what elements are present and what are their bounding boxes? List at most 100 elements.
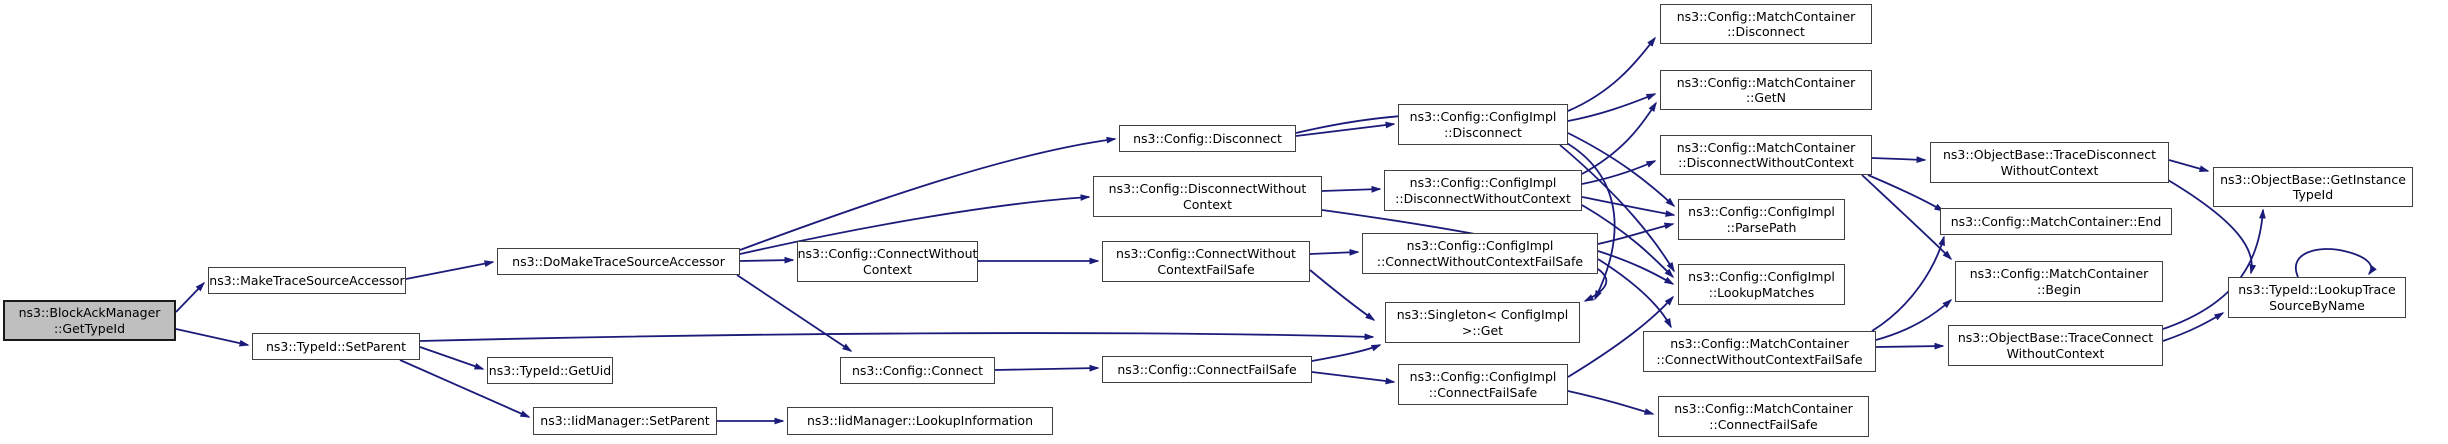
edge-domaketracesourceaccessor--config-connectwithoutcontext [739, 256, 795, 264]
node-label-line: >::Get [1461, 322, 1504, 338]
node-label-line: ns3::Config::Connect [851, 362, 984, 378]
node-label-line: ns3::Config::MatchContainer [1969, 266, 2149, 281]
edge-matchcontainer-disconnectwithoutcontext--matchcontainer-begin [1861, 174, 1953, 261]
node-configimpl-connectwithoutcontextfailsafe[interactable]: ns3::Config::ConfigImpl::ConnectWithoutC… [1362, 233, 1598, 274]
node-matchcontainer-connectfailsafe[interactable]: ns3::Config::MatchContainer::ConnectFail… [1658, 396, 1869, 437]
node-label-line: ::ConnectFailSafe [1709, 416, 1818, 432]
node-iidmanager-setparent[interactable]: ns3::IidManager::SetParent [533, 407, 717, 435]
edge-objectbase-tracedisconnectwithoutcontext--typeid-lookuptracesourcebyname [2167, 179, 2257, 275]
edge-config-connectwithoutcontextfailsafe--singleton-configimpl-get [1309, 269, 1376, 321]
node-maketracesourceaccessor[interactable]: ns3::MakeTraceSourceAccessor [208, 267, 406, 294]
node-label-line: ns3::DoMakeTraceSourceAccessor [512, 253, 725, 269]
node-label-line: ns3::Config::ConfigImpl [1409, 175, 1557, 190]
edge-configimpl-disconnectwithoutcontext--matchcontainer-disconnectwithoutcontext [1581, 160, 1657, 185]
node-label-line: ns3::TypeId::GetUid [488, 362, 612, 378]
edge-configimpl-connectwithoutcontextfailsafe--configimpl-lookupmatches [1597, 250, 1675, 285]
edge-matchcontainer-connectwithoutcontextfailsafe--objectbase-traceconnectwithoutcontext [1875, 342, 1945, 350]
node-label-line: ContextFailSafe [1157, 261, 1255, 277]
node-label-line: ns3::MakeTraceSourceAccessor [209, 272, 405, 288]
node-config-connectfailsafe[interactable]: ns3::Config::ConnectFailSafe [1102, 356, 1312, 383]
edge-domaketracesourceaccessor--config-disconnect [739, 136, 1117, 251]
node-label-line: Context [1183, 196, 1232, 212]
edge-domaketracesourceaccessor--config-connect [736, 274, 853, 352]
node-label-line: ::GetN [1745, 90, 1787, 105]
node-singleton-configimpl-get[interactable]: ns3::Singleton< ConfigImpl>::Get [1385, 302, 1580, 343]
edge-typeid-setparent--iidmanager-setparent [399, 359, 531, 418]
node-label-line: ns3::TypeId::LookupTrace [2238, 282, 2396, 297]
node-typeid-getuid[interactable]: ns3::TypeId::GetUid [487, 357, 613, 384]
edge-blockackmanager-gettypeid--typeid-setparent [175, 328, 250, 347]
node-matchcontainer-disconnectwithoutcontext[interactable]: ns3::Config::MatchContainer::DisconnectW… [1660, 135, 1872, 175]
node-domaketracesourceaccessor[interactable]: ns3::DoMakeTraceSourceAccessor [497, 248, 740, 275]
node-configimpl-disconnectwithoutcontext[interactable]: ns3::Config::ConfigImpl::DisconnectWitho… [1384, 170, 1582, 211]
edge-matchcontainer-connectwithoutcontextfailsafe--matchcontainer-begin [1875, 299, 1953, 341]
node-matchcontainer-disconnect[interactable]: ns3::Config::MatchContainer::Disconnect [1660, 4, 1872, 44]
node-label-line: ns3::Config::ConfigImpl [1688, 204, 1835, 219]
node-label-line: ns3::ObjectBase::TraceConnect [1957, 330, 2154, 345]
node-label-line: ns3::Config::Disconnect [1133, 130, 1282, 146]
edge-config-connectfailsafe--configimpl-connectfailsafe [1311, 371, 1396, 385]
node-matchcontainer-connectwithoutcontextfailsafe[interactable]: ns3::Config::MatchContainer::ConnectWith… [1643, 331, 1876, 372]
node-configimpl-parsepath[interactable]: ns3::Config::ConfigImpl::ParsePath [1678, 199, 1845, 240]
node-label-line: ns3::IidManager::SetParent [540, 413, 710, 429]
edge-matchcontainer-connectwithoutcontextfailsafe--matchcontainer-end [1871, 235, 1945, 332]
node-label-line: WithoutContext [2006, 345, 2105, 361]
node-label-line: ns3::Config::ConnectWithout [1116, 246, 1296, 261]
edge-configimpl-disconnectwithoutcontext--configimpl-parsepath [1581, 196, 1676, 217]
node-matchcontainer-getn[interactable]: ns3::Config::MatchContainer::GetN [1660, 70, 1872, 110]
node-configimpl-lookupmatches[interactable]: ns3::Config::ConfigImpl::LookupMatches [1678, 264, 1845, 305]
node-label-line: ns3::IidManager::LookupInformation [806, 413, 1033, 429]
node-label-line: ns3::Config::ConfigImpl [1688, 269, 1835, 284]
edge-configimpl-connectwithoutcontextfailsafe--configimpl-parsepath [1597, 222, 1675, 245]
edge-matchcontainer-disconnectwithoutcontext--objectbase-tracedisconnectwithoutcontext [1871, 156, 1927, 164]
node-label-line: ::DisconnectWithoutContext [1395, 190, 1571, 206]
node-config-connect[interactable]: ns3::Config::Connect [840, 357, 995, 384]
edge-typeid-setparent--typeid-getuid [419, 346, 485, 370]
edge-configimpl-disconnect--configimpl-lookupmatches [1559, 144, 1675, 273]
node-label-line: ::ParsePath [1726, 219, 1797, 235]
node-label-line: ::ConnectFailSafe [1428, 384, 1538, 400]
edge-typeid-setparent--singleton-configimpl-get [419, 332, 1375, 342]
node-label-line: ::Begin [2036, 281, 2082, 297]
edge-config-disconnect--configimpl-disconnect [1295, 121, 1396, 137]
node-label-line: ::ConnectWithoutContextFailSafe [1376, 253, 1584, 269]
edge-configimpl-disconnect--matchcontainer-getn [1567, 93, 1657, 122]
edge-domaketracesourceaccessor--config-disconnectwithoutcontext [739, 194, 1091, 255]
edge-blockackmanager-gettypeid--maketracesourceaccessor [175, 281, 206, 313]
node-label-line: ::GetTypeId [53, 320, 126, 336]
node-label-line: ns3::Config::MatchContainer [1676, 139, 1856, 155]
node-iidmanager-lookupinformation[interactable]: ns3::IidManager::LookupInformation [787, 407, 1053, 435]
node-typeid-setparent[interactable]: ns3::TypeId::SetParent [252, 333, 420, 360]
node-blockackmanager-gettypeid[interactable]: ns3::BlockAckManager::GetTypeId [3, 300, 176, 341]
node-configimpl-connectfailsafe[interactable]: ns3::Config::ConfigImpl::ConnectFailSafe [1398, 364, 1568, 405]
node-matchcontainer-end[interactable]: ns3::Config::MatchContainer::End [1940, 208, 2172, 235]
node-label-line: ns3::Config::ConnectWithout [797, 246, 978, 261]
node-label-line: ns3::Config::DisconnectWithout [1108, 181, 1307, 196]
node-config-disconnect[interactable]: ns3::Config::Disconnect [1119, 125, 1296, 152]
node-label-line: ns3::ObjectBase::GetInstance [2220, 171, 2406, 187]
edge-configimpl-disconnectwithoutcontext--configimpl-lookupmatches [1581, 204, 1675, 279]
node-label-line: ::ConnectWithoutContextFailSafe [1656, 351, 1863, 367]
node-label-line: ::Disconnect [1727, 24, 1805, 39]
edge-maketracesourceaccessor--domaketracesourceaccessor [405, 260, 495, 280]
edge-config-connectwithoutcontextfailsafe--configimpl-connectwithoutcontextfailsafe [1309, 248, 1360, 256]
node-label-line: ns3::Config::MatchContainer::End [1950, 213, 2162, 229]
node-label-line: ns3::Config::ConfigImpl [1409, 369, 1557, 384]
node-label-line: ns3::Config::ConfigImpl [1406, 238, 1554, 253]
node-label-line: ns3::Config::MatchContainer [1676, 8, 1856, 24]
edge-objectbase-tracedisconnectwithoutcontext--objectbase-getinstancetypeid [2168, 159, 2210, 172]
node-label-line: ns3::BlockAckManager [18, 305, 161, 320]
node-configimpl-disconnect[interactable]: ns3::Config::ConfigImpl::Disconnect [1398, 104, 1568, 145]
node-label-line: ns3::Config::ConnectFailSafe [1117, 361, 1297, 377]
edge-configimpl-connectfailsafe--configimpl-lookupmatches [1567, 295, 1675, 378]
node-matchcontainer-begin[interactable]: ns3::Config::MatchContainer::Begin [1955, 261, 2163, 302]
